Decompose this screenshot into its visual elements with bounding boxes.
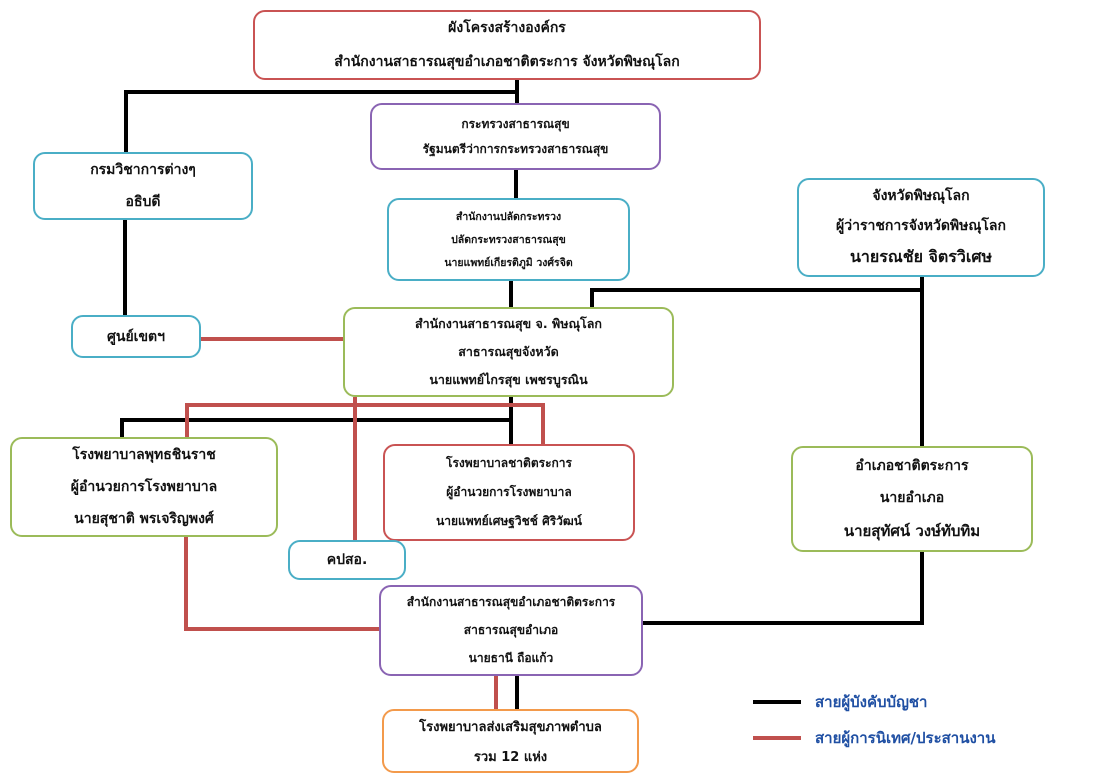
departments-box: กรมวิชาการต่างๆ อธิบดี [33,152,253,220]
chattrakan-hospital-box: โรงพยาบาลชาติตระการ ผู้อำนวยการโรงพยาบาล… [383,444,635,541]
legend-coordination-label: สายผู้การนิเทศ/ประสานงาน [815,729,996,747]
district-health-box: สำนักงานสาธารณสุขอำเภอชาติตระการ สาธารณส… [379,585,643,676]
permanent-secretary-box: สำนักงานปลัดกระทรวง ปลัดกระทรวงสาธารณสุข… [387,198,630,281]
provincial-health-office: สำนักงานสาธารณสุข จ. พิษณุโลก [414,316,602,331]
buddhachinaraj-director-title: ผู้อำนวยการโรงพยาบาล [70,479,218,495]
org-chart-title: ผังโครงสร้างองค์กร [448,20,566,36]
district-chief-name: นายสุทัศน์ วงษ์ทับทิม [843,522,981,540]
departments-head: อธิบดี [125,194,161,210]
ministry-name: กระทรวงสาธารณสุข [461,116,570,131]
region-center-box: ศูนย์เขตฯ [71,315,201,358]
command-line-title-departments [124,90,517,152]
subdistrict-hospitals-box: โรงพยาบาลส่งเสริมสุขภาพตำบล รวม 12 แห่ง [382,709,639,773]
coordination-line-hospitals-bar [185,403,545,444]
legend-coordination-swatch [753,736,801,740]
coordination-lines [184,337,545,709]
district-chief-title: นายอำเภอ [879,490,945,506]
subdistrict-hospitals-name: โรงพยาบาลส่งเสริมสุขภาพตำบล [419,719,602,735]
district-health-person: นายธานี ถือแก้ว [468,651,554,665]
kpso-box: คปสอ. [288,540,406,580]
province-box: จังหวัดพิษณุโลก ผู้ว่าราชการจังหวัดพิษณุ… [797,178,1045,277]
command-lines [120,80,924,709]
kpso-label: คปสอ. [326,552,368,568]
command-line-buddhachinaraj [120,418,511,437]
legend-command-label: สายผู้บังคับบัญชา [815,693,928,711]
chattrakan-director-title: ผู้อำนวยการโรงพยาบาล [446,485,572,499]
chattrakan-director-name: นายแพทย์เศษฐวิชช์ ศิริวัฒน์ [436,514,582,528]
org-chart-title-box: ผังโครงสร้างองค์กร สำนักงานสาธารณสุขอำเภ… [253,10,761,80]
provincial-health-box: สำนักงานสาธารณสุข จ. พิษณุโลก สาธารณสุขจ… [343,307,674,397]
ministry-head: รัฐมนตรีว่าการกระทรวงสาธารณสุข [422,141,609,156]
district-health-title: สาธารณสุขอำเภอ [463,623,559,637]
permanent-secretary-office: สำนักงานปลัดกระทรวง [455,211,562,223]
coordination-line-buddhachinaraj [184,537,379,631]
district-name: อำเภอชาติตระการ [855,458,969,474]
buddhachinaraj-hospital-box: โรงพยาบาลพุทธชินราช ผู้อำนวยการโรงพยาบาล… [10,437,278,537]
provincial-health-person: นายแพทย์ไกรสุข เพชรบูรณิน [429,372,588,387]
org-chart-subtitle: สำนักงานสาธารณสุขอำเภอชาติตระการ จังหวัด… [334,54,680,70]
legend-coordination: สายผู้การนิเทศ/ประสานงาน [753,726,995,750]
provincial-health-title: สาธารณสุขจังหวัด [458,344,559,359]
chattrakan-hospital-name: โรงพยาบาลชาติตระการ [446,456,572,470]
command-line-province-provincial [590,288,922,307]
permanent-secretary-person: นายแพทย์เกียรติภูมิ วงศ์รจิต [444,257,573,269]
province-name: จังหวัดพิษณุโลก [872,188,970,204]
district-office-box: อำเภอชาติตระการ นายอำเภอ นายสุทัศน์ วงษ์… [791,446,1033,552]
province-governor-name: นายรณชัย จิตรวิเศษ [849,247,993,266]
command-line-province-branch [643,277,924,625]
buddhachinaraj-director-name: นายสุชาติ พรเจริญพงศ์ [74,511,214,527]
province-governor-title: ผู้ว่าราชการจังหวัดพิษณุโลก [836,218,1006,234]
region-center-label: ศูนย์เขตฯ [107,328,165,345]
district-health-office: สำนักงานสาธารณสุขอำเภอชาติตระการ [406,595,616,609]
permanent-secretary-title: ปลัดกระทรวงสาธารณสุข [451,234,566,246]
ministry-box: กระทรวงสาธารณสุข รัฐมนตรีว่าการกระทรวงสา… [370,103,661,170]
subdistrict-hospitals-count: รวม 12 แห่ง [473,749,548,765]
legend-command-swatch [753,700,801,704]
buddhachinaraj-hospital-name: โรงพยาบาลพุทธชินราช [72,447,216,463]
departments-name: กรมวิชาการต่างๆ [90,162,196,178]
legend-command: สายผู้บังคับบัญชา [753,690,927,714]
